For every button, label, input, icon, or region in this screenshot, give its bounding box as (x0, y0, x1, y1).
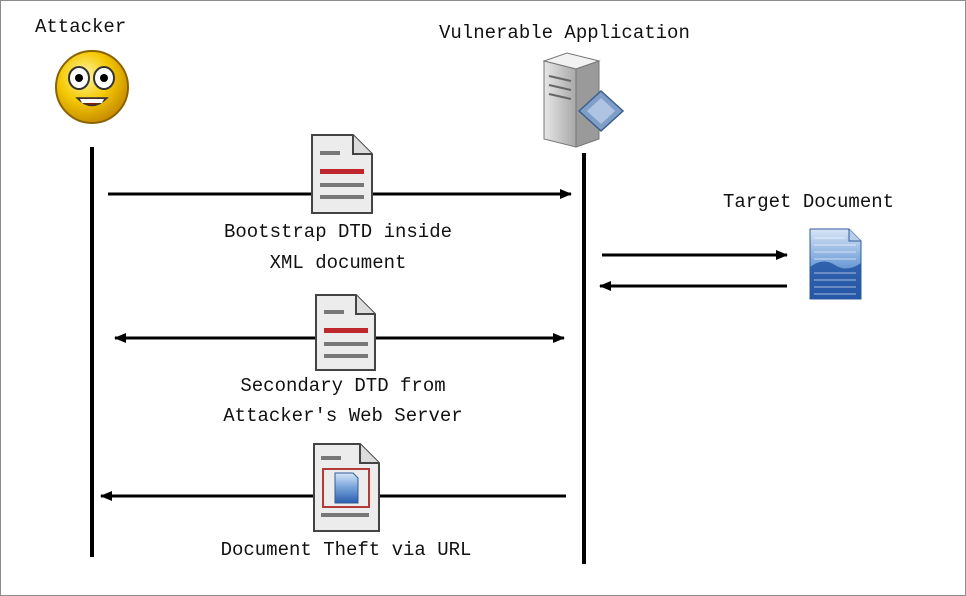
message-3-line-1: Document Theft via URL (220, 539, 472, 561)
smiley-face-icon (55, 50, 129, 124)
stolen-document-icon (313, 443, 380, 532)
target-document-icon (809, 228, 862, 300)
dtd-document-icon (315, 294, 376, 371)
target-label: Target Document (723, 191, 895, 213)
server-icon (542, 52, 625, 148)
app-label: Vulnerable Application (439, 22, 690, 44)
attacker-label: Attacker (35, 16, 127, 38)
xml-document-icon (311, 134, 373, 214)
message-2-line-1: Secondary DTD from (240, 375, 446, 397)
message-1-line-2: XML document (269, 252, 407, 274)
message-2-line-2: Attacker's Web Server (223, 405, 463, 427)
message-1-line-1: Bootstrap DTD inside (223, 221, 453, 243)
